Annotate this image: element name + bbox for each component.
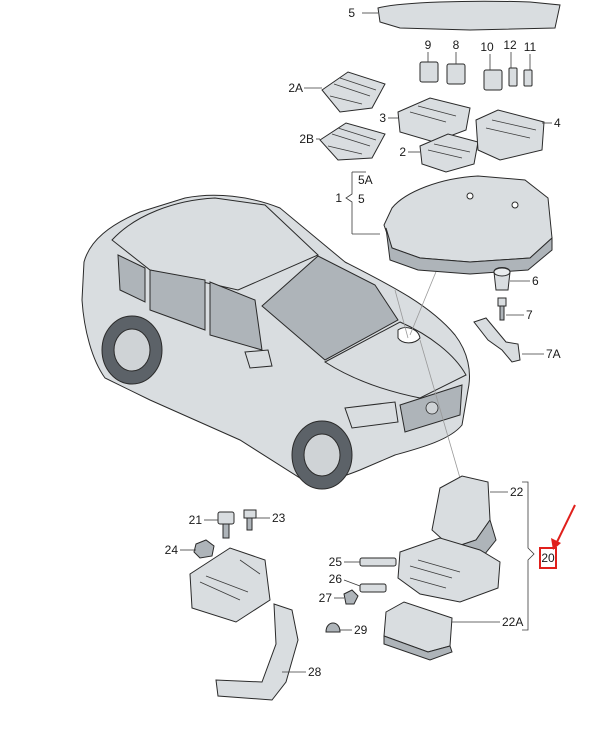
label-22a: 22A [502,615,523,629]
label-27: 27 [319,591,333,605]
label-28: 28 [308,665,322,679]
nut-27 [334,589,359,605]
grommet-6 [493,267,530,291]
cover-cap-22a [383,601,500,661]
assembly-bracket-1 [345,171,380,235]
fuse-26 [343,579,387,593]
relay-10 [483,54,503,91]
fuse-25 [344,557,397,567]
fuse-12 [508,52,518,87]
highlight-marker [539,504,576,569]
label-5-top: 5 [348,6,355,20]
terminal-block [189,547,271,623]
label-7: 7 [526,308,533,322]
relay-holder-4 [475,109,552,161]
label-23: 23 [272,511,286,525]
label-26: 26 [329,572,343,586]
fuse-11 [523,54,533,87]
label-2b: 2B [299,132,314,146]
highlight-box [539,547,557,569]
label-29: 29 [354,623,368,637]
relay-holder-2 [408,133,479,173]
label-22: 22 [510,485,524,499]
relay-holder-3 [388,97,471,143]
label-25: 25 [329,555,343,569]
label-24: 24 [165,543,179,557]
label-2a: 2A [288,81,303,95]
relay-carrier-2b [316,122,386,161]
mounting-bracket-28 [215,603,306,701]
callout-labels: 5 9 8 10 12 11 2A 3 4 2B 2 5A 1 5 6 7 7A… [165,6,561,679]
label-4: 4 [554,116,561,130]
label-2: 2 [399,145,406,159]
vehicle-illustration [81,194,470,490]
assembly-bracket-20 [522,481,535,631]
screw-23 [243,509,270,531]
label-7a: 7A [546,347,561,361]
relay-8 [446,52,466,85]
label-6: 6 [532,274,539,288]
screw-7 [497,297,524,321]
label-1: 1 [335,191,342,205]
label-9: 9 [425,38,432,52]
bolt-21 [204,511,235,539]
fuse-box-cover [362,0,561,31]
relay-carrier-2a [304,71,386,113]
cap-29 [325,622,352,633]
label-20: 20 [541,551,555,565]
assembly-guide-lines [394,261,461,479]
label-12: 12 [503,38,517,52]
label-11: 11 [524,40,537,54]
label-5a: 5A [358,173,373,187]
bracket-7a [473,317,544,363]
label-8: 8 [453,38,460,52]
label-5-mid: 5 [358,192,365,206]
fuse-carrier [397,537,501,603]
nut-24 [180,539,215,559]
label-10: 10 [480,40,494,54]
relay-9 [419,52,439,83]
fuse-box-housing [383,175,553,275]
label-21: 21 [189,513,203,527]
label-3: 3 [379,111,386,125]
